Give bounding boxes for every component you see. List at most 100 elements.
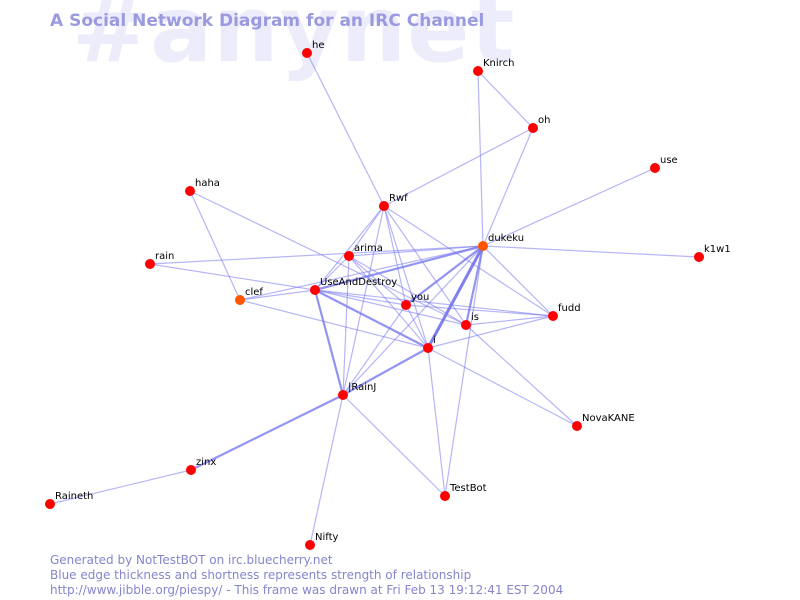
edge-UseAndDestroy-Rain [313,289,345,396]
node-Nifty: Nifty [305,532,339,550]
node-he: he [302,40,325,58]
node-Rain: |RainJ [338,382,376,400]
node-dot-use [650,163,660,173]
node-dot-haha [185,186,195,196]
node-label-clef: clef [245,287,263,298]
node-label-fudd: fudd [558,303,581,314]
node-i: i [423,335,436,353]
edge-dukeku-UseAndDestroy [314,244,484,292]
edge-UseAndDestroy-fudd [314,289,554,317]
edge-arima-is [348,255,467,326]
node-dot-rain [145,259,155,269]
node-dot-fudd [548,311,558,321]
edge-dukeku-is [464,245,485,326]
edge-haha-clef [189,190,241,301]
node-dot-zinx [186,465,196,475]
node-dot-Rwf [379,201,389,211]
edge-rain-UseAndDestroy [149,263,316,291]
node-dot-NovaKANE [572,421,582,431]
edge-Rain-Nifty [309,394,344,546]
node-label-dukeku: dukeku [488,233,524,244]
edge-dukeku-clef [239,245,484,301]
node-dot-is [461,320,471,330]
diagram-title: A Social Network Diagram for an IRC Chan… [50,11,485,31]
node-dot-clef [235,295,245,305]
edge-haha-is [189,190,467,326]
channel-watermark: #anynet [72,0,516,83]
node-label-TestBot: TestBot [449,483,487,494]
footer-credits: http://www.jibble.org/piespy/ - This fra… [50,583,564,597]
node-label-is: is [471,312,479,323]
node-dot-Raineth [45,499,55,509]
edge-k1w1-dukeku [482,245,700,258]
edge-arima-Rain [342,255,350,396]
node-label-Raineth: Raineth [55,491,93,502]
node-UseAndDestroy: UseAndDestroy [310,277,397,295]
node-haha: haha [185,178,220,196]
node-label-Knirch: Knirch [483,58,514,69]
edge-Rain-TestBot [342,394,446,497]
node-label-rain: rain [155,251,174,262]
node-dot-UseAndDestroy [310,285,320,295]
node-dot-TestBot [440,491,450,501]
edge-dukeku-TestBot [444,245,484,497]
edge-you-Rain [342,304,407,396]
node-dot-you [401,300,411,310]
edge-Rain-zinx [190,394,344,471]
node-NovaKANE: NovaKANE [572,413,635,431]
edge-Rwf-Rain [342,205,385,396]
node-dukeku: dukeku [478,233,524,251]
edge-use-dukeku [482,167,656,247]
node-label-you: you [411,292,429,303]
node-fudd: fudd [548,303,581,321]
edge-dukeku-arima [348,245,484,257]
edge-you-i [405,304,429,349]
node-label-he: he [312,40,325,51]
edge-Knirch-dukeku [477,70,484,247]
node-Raineth: Raineth [45,491,93,509]
node-label-k1w1: k1w1 [704,244,731,255]
edge-rain-dukeku [149,245,484,265]
edge-i-fudd [427,315,554,349]
edge-Rwf-UseAndDestroy [314,205,385,291]
node-label-Nifty: Nifty [315,532,339,543]
node-label-Rain: |RainJ [348,382,376,393]
node-you: you [401,292,429,310]
node-use: use [650,155,678,173]
node-dot-Knirch [473,66,483,76]
node-label-i: i [433,335,436,346]
node-zinx: zinx [186,457,216,475]
node-dot-oh [528,123,538,133]
edge-i-NovaKANE [427,347,578,427]
edge-zinx-Raineth [49,469,192,505]
edge-UseAndDestroy-you [314,289,407,306]
edge-UseAndDestroy-clef [239,289,316,301]
node-oh: oh [528,115,550,133]
edge-clef-i [239,299,429,349]
edge-layer [49,52,700,546]
node-layer: heKnirchohusehahaRwfdukekuk1w1rainarimaU… [45,40,731,550]
edge-dukeku-Rain [342,245,484,396]
edge-he-Rwf [306,52,385,207]
edge-Rwf-i [383,205,429,349]
node-clef: clef [235,287,263,305]
node-Rwf: Rwf [379,193,408,211]
node-label-zinx: zinx [196,457,216,468]
footer-legend: Blue edge thickness and shortness repres… [50,568,472,582]
edge-UseAndDestroy-is [314,289,467,326]
edge-dukeku-i [426,245,485,349]
edge-arima-UseAndDestroy [314,255,350,291]
edge-UseAndDestroy-i [314,289,429,349]
node-label-Rwf: Rwf [389,193,408,204]
edge-arima-you [348,255,407,306]
edge-oh-dukeku [482,127,534,247]
node-dot-arima [344,251,354,261]
footer: Generated by NotTestBOT on irc.bluecherr… [50,553,563,598]
edge-dukeku-you [405,245,484,306]
edge-dukeku-fudd [482,245,554,317]
node-label-UseAndDestroy: UseAndDestroy [320,277,397,288]
node-k1w1: k1w1 [694,244,731,262]
node-Knirch: Knirch [473,58,514,76]
